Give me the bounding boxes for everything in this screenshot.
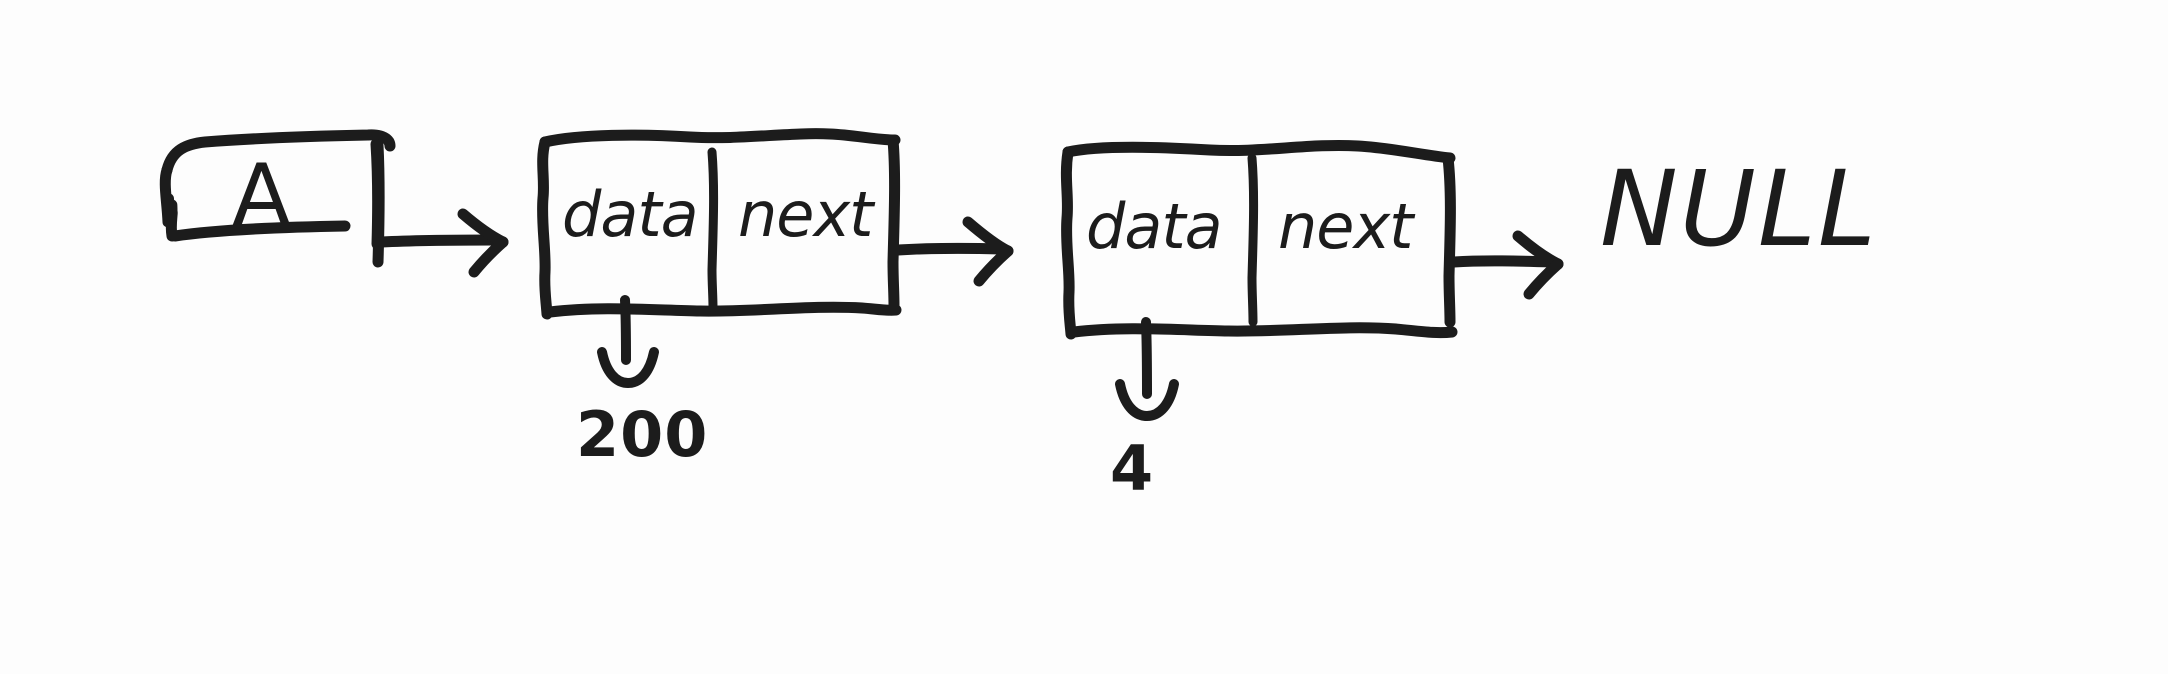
node-2-data-label: data [1086,190,1223,263]
node-1-data-value: 200 [576,398,709,471]
null-terminator-label: NULL [1600,148,1878,270]
node-1-data-label: data [562,178,699,251]
node-1-value-connector [597,295,659,388]
head-box-right-bracket [372,139,385,268]
arrow-node-1-to-node-2 [892,216,1014,287]
node-1-box [537,128,902,320]
arrow-node-2-to-null [1448,230,1564,300]
arrow-head-to-node-1 [376,208,509,278]
node-2-box [1060,139,1458,340]
node-2-next-label: next [1278,190,1413,263]
node-2-value-connector [1115,317,1179,421]
node-2-data-value: 4 [1110,432,1155,505]
head-pointer-label: A [232,146,292,246]
node-1-next-label: next [738,178,873,251]
